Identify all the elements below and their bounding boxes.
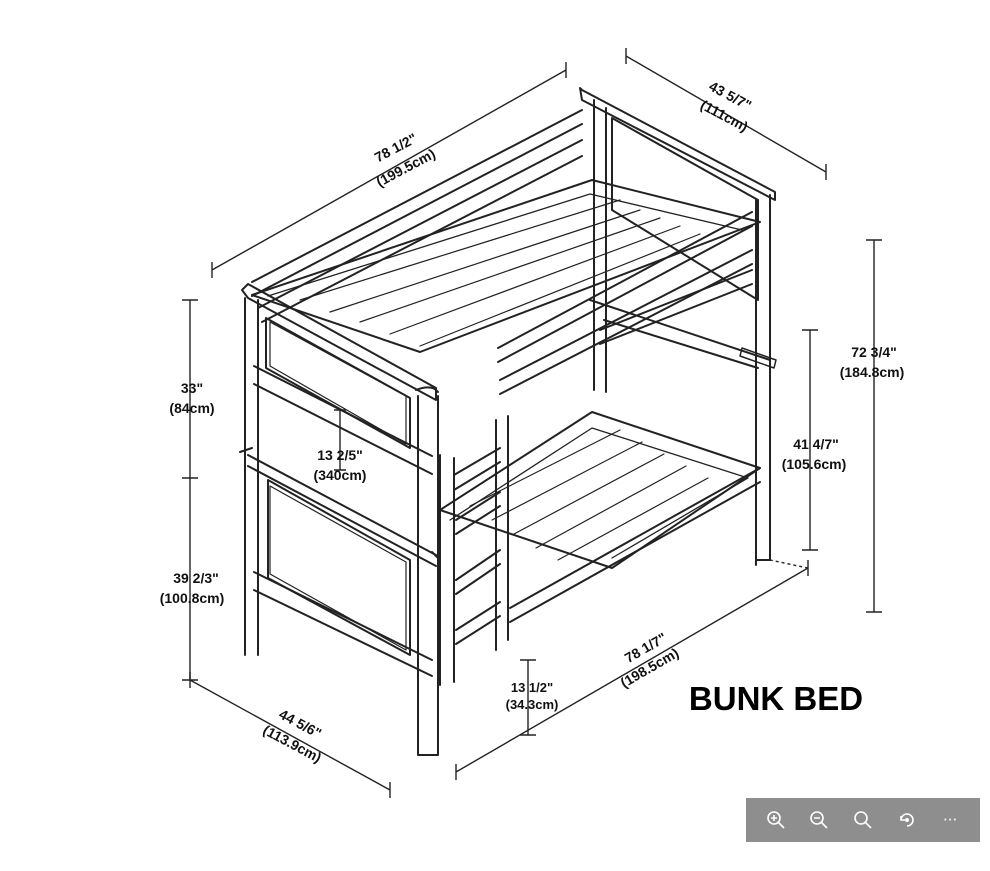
zoom-out-button[interactable]	[803, 804, 835, 836]
upper-guard-rail	[497, 211, 753, 395]
diagram-title: BUNK BED	[689, 680, 863, 717]
lower-deck	[439, 411, 761, 569]
zoom-in-icon	[766, 811, 785, 829]
label-bed-gap: 13 2/5"	[317, 447, 363, 463]
zoom-out-icon	[810, 811, 828, 829]
dimline-base-width	[189, 672, 391, 798]
search-icon	[854, 811, 872, 829]
dimline-total-height	[866, 239, 882, 613]
ladder	[439, 415, 509, 686]
fit-button[interactable]	[847, 804, 879, 836]
more-button[interactable]: ···	[934, 804, 966, 836]
label-lower-section-cm: (100.8cm)	[160, 590, 225, 606]
dimline-lower-height	[802, 329, 818, 551]
dimline-top-width	[625, 48, 827, 180]
dimline-floor-clearance	[520, 659, 536, 736]
label-upper-section-cm: (84cm)	[169, 400, 214, 416]
label-lower-height: 41 4/7"	[793, 436, 839, 452]
label-total-height-cm: (184.8cm)	[840, 364, 905, 380]
label-lower-height-cm: (105.6cm)	[782, 456, 847, 472]
image-viewer-toolbar: ···	[746, 798, 980, 842]
upper-deck	[251, 179, 761, 353]
more-icon: ···	[943, 811, 958, 829]
label-floor-clearance-cm: (34.3cm)	[506, 697, 559, 712]
label-floor-clearance: 13 1/2"	[511, 680, 553, 695]
front-headboard	[241, 283, 437, 401]
rotate-button[interactable]	[891, 804, 923, 836]
rotate-icon	[899, 813, 914, 827]
label-upper-section: 33"	[181, 380, 203, 396]
zoom-in-button[interactable]	[760, 804, 792, 836]
dimline-bed-gap	[334, 409, 346, 471]
dimline-top-length	[211, 62, 567, 278]
upper-back-rail	[251, 109, 583, 323]
back-headboard	[579, 87, 776, 201]
label-total-height: 72 3/4"	[851, 344, 897, 360]
label-lower-section: 39 2/3"	[173, 570, 219, 586]
label-bed-gap-cm: (340cm)	[314, 467, 367, 483]
